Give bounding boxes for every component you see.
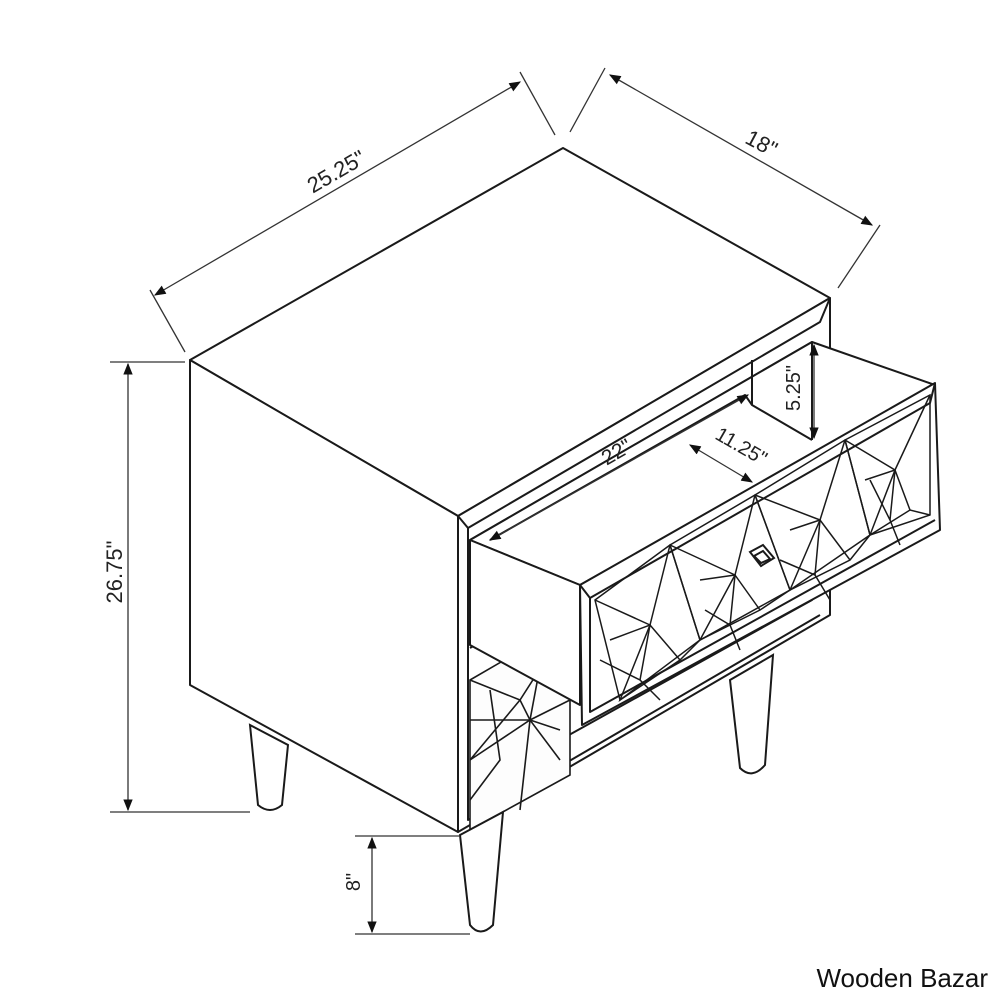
drawer-pattern <box>594 393 931 702</box>
dimension-lines <box>110 67 881 935</box>
drawer-side <box>469 539 581 706</box>
leg-front-right <box>728 653 775 775</box>
drawer-depth-line <box>488 394 750 541</box>
height-label: 26.75" <box>102 541 127 604</box>
drawer-knob-icon <box>748 543 776 568</box>
leg-height-label: 8" <box>343 873 365 891</box>
depth-label: 18" <box>741 125 781 162</box>
width-label: 25.25" <box>303 145 370 198</box>
leg-back-left <box>248 723 290 811</box>
drawer-width-line <box>688 444 754 483</box>
drawer-height-label: 5.25" <box>783 365 805 411</box>
leg-front-left <box>458 810 505 933</box>
depth-dimension-line <box>608 74 874 226</box>
width-dimension-line <box>153 81 522 296</box>
legs <box>248 653 775 933</box>
brand-watermark: Wooden Bazar <box>816 963 988 993</box>
